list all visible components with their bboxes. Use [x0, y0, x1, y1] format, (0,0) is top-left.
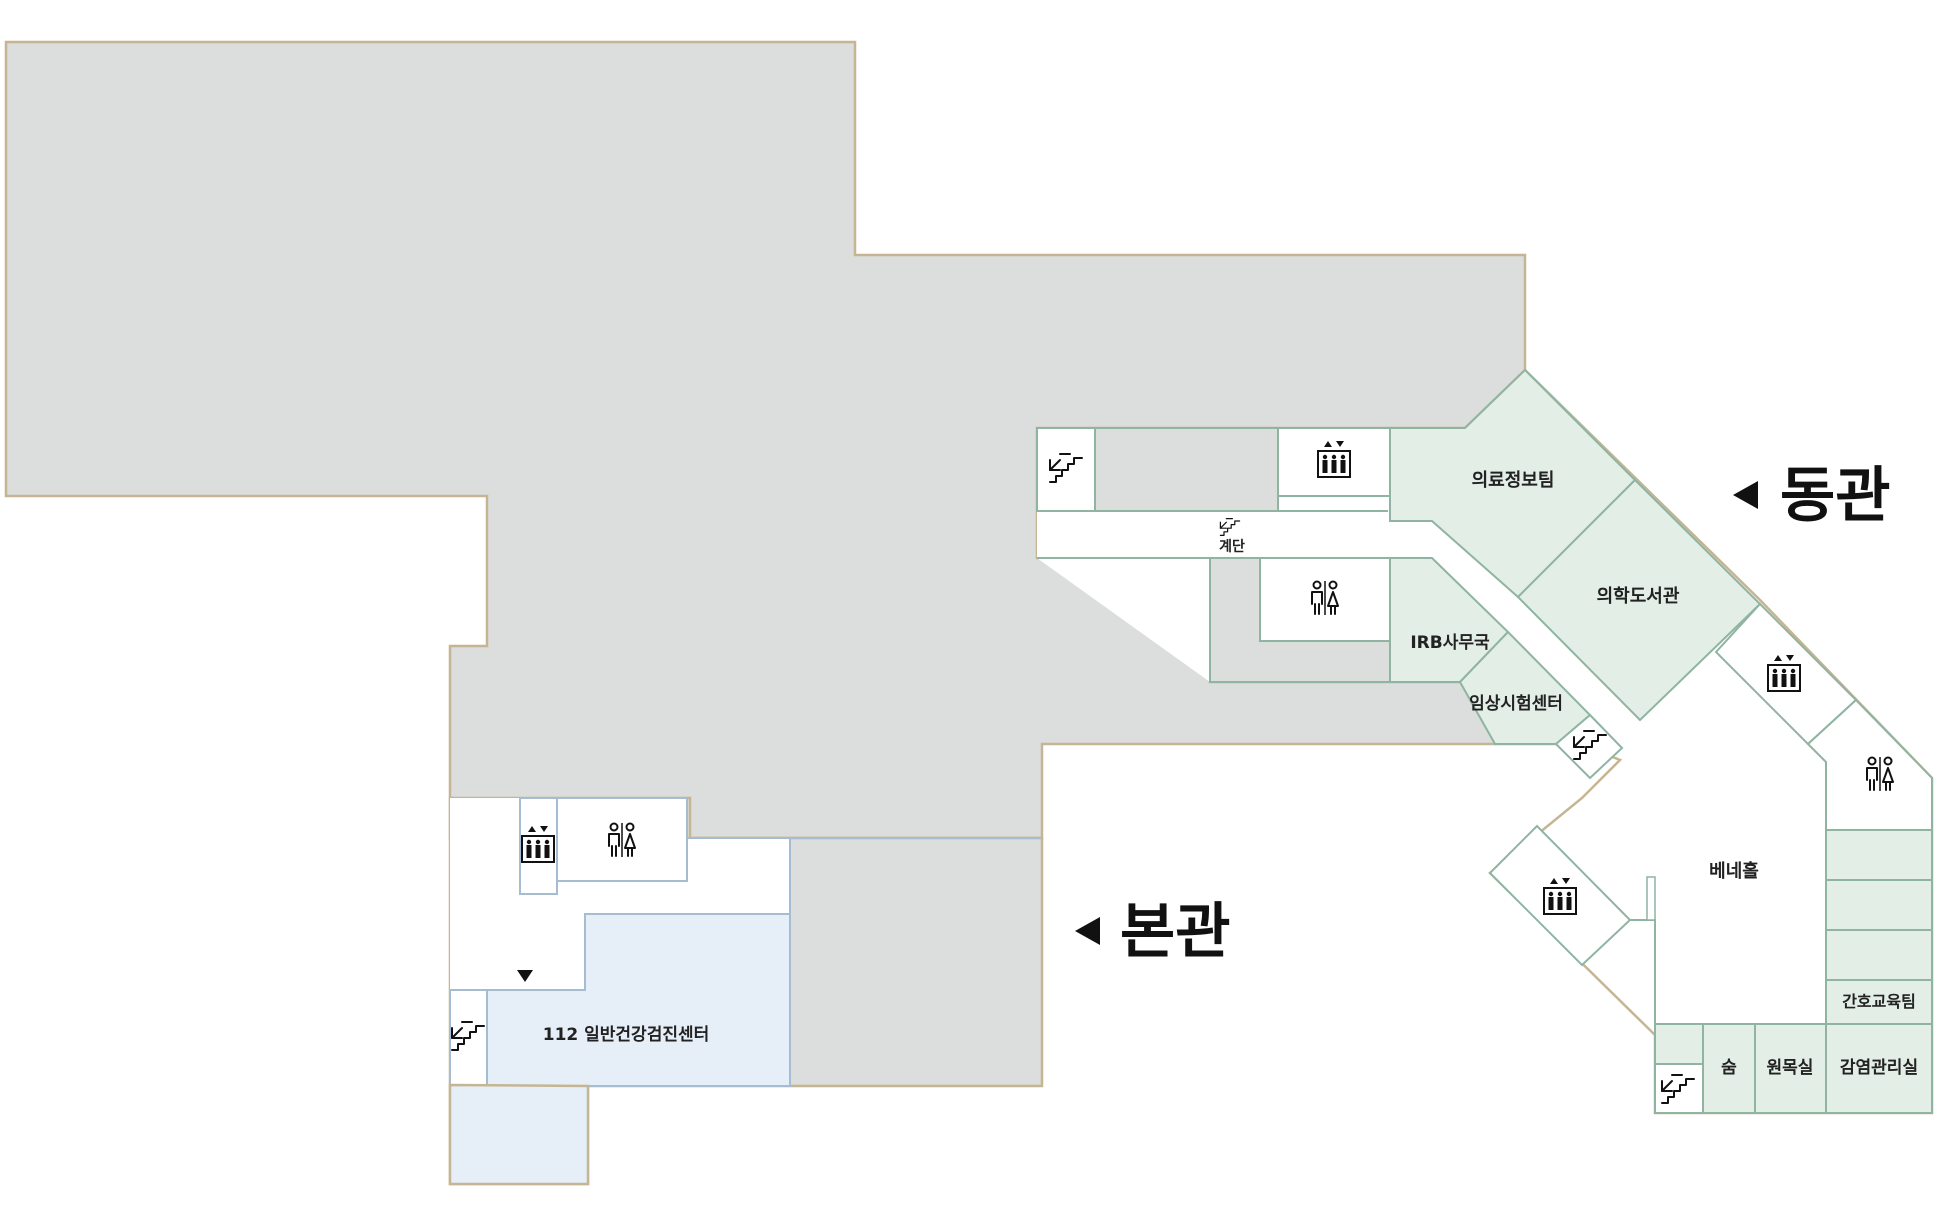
medical-library-room[interactable]: [1516, 478, 1762, 722]
east-bottom-small: [1654, 1023, 1704, 1065]
nursing-education-team-room[interactable]: [1825, 979, 1933, 1025]
clinical-trial-center-room[interactable]: [1458, 630, 1592, 745]
nursing-education-team-label: 간호교육팀: [1842, 992, 1916, 1011]
infection-control-room[interactable]: [1825, 1023, 1933, 1114]
health-checkup-center-label: 112 일반건강검진센터: [543, 1025, 710, 1045]
east-right-room-1: [1825, 829, 1933, 881]
main-wing-label: 본관: [1120, 897, 1230, 967]
arrow-down-icon: [517, 970, 533, 982]
east-gray-room: [1094, 427, 1279, 512]
wonmok-room[interactable]: [1754, 1023, 1827, 1114]
arrow-left-icon: [1075, 917, 1100, 945]
arrow-left-icon: [1733, 481, 1758, 509]
east-right-room-3: [1825, 929, 1933, 981]
east-wing-label: 동관: [1780, 461, 1890, 531]
clinical-trial-center-label: 임상시험센터: [1469, 693, 1563, 714]
east-right-room-2: [1825, 879, 1933, 931]
infection-control-room-label: 감염관리실: [1840, 1058, 1918, 1078]
wonmok-room-label: 원목실: [1767, 1058, 1814, 1078]
sum-room-label: 숨: [1721, 1058, 1737, 1078]
irb-office-label: IRB사무국: [1410, 633, 1490, 653]
medical-info-team-label: 의료정보팀: [1472, 470, 1555, 491]
medical-library-label: 의학도서관: [1597, 585, 1680, 607]
sum-room[interactable]: [1702, 1023, 1756, 1114]
bene-hall-label: 베네홀: [1709, 860, 1759, 882]
stairs-label: 계단: [1219, 538, 1245, 555]
